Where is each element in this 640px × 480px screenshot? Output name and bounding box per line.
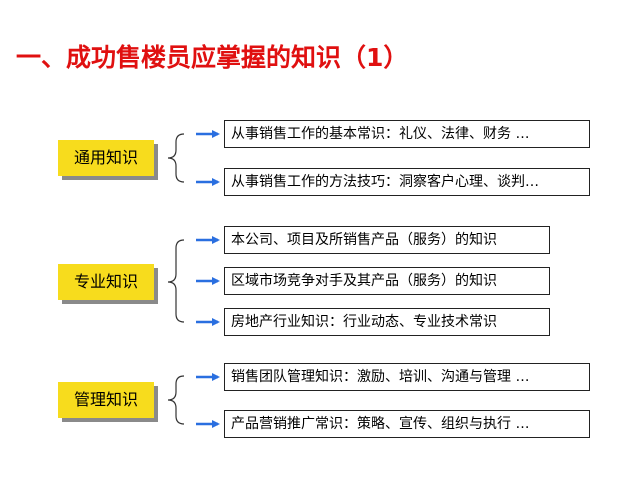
brace-professional bbox=[167, 239, 185, 323]
category-professional: 专业知识 bbox=[58, 264, 154, 300]
item-professional-2: 区域市场竞争对手及其产品（服务）的知识 bbox=[224, 267, 550, 295]
item-general-2: 从事销售工作的方法技巧：洞察客户心理、谈判… bbox=[224, 168, 590, 196]
item-professional-1: 本公司、项目及所销售产品（服务）的知识 bbox=[224, 226, 550, 254]
item-general-1: 从事销售工作的基本常识：礼仪、法律、财务 … bbox=[224, 120, 590, 148]
category-general: 通用知识 bbox=[58, 140, 154, 176]
page-title: 一、成功售楼员应掌握的知识（1） bbox=[16, 43, 409, 72]
brace-general bbox=[167, 133, 185, 183]
brace-management bbox=[167, 375, 185, 425]
category-management: 管理知识 bbox=[58, 382, 154, 418]
item-management-1: 销售团队管理知识：激励、培训、沟通与管理 … bbox=[224, 363, 590, 391]
item-professional-3: 房地产行业知识：行业动态、专业技术常识 bbox=[224, 308, 550, 336]
item-management-2: 产品营销推广常识：策略、宣传、组织与执行 … bbox=[224, 410, 590, 438]
